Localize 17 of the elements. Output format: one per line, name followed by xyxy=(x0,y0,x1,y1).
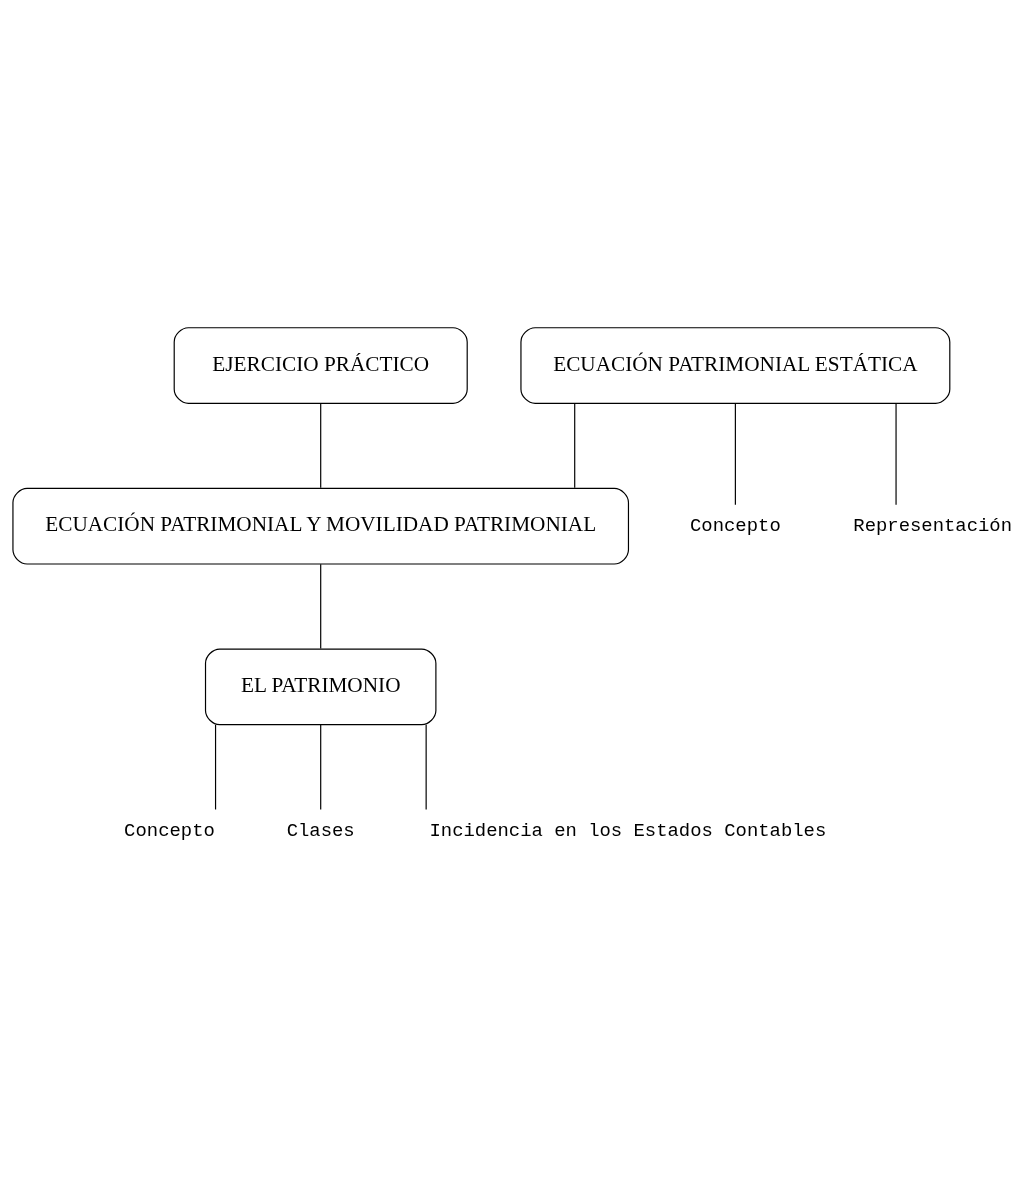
node-text: Representación xyxy=(853,514,1013,537)
node-text: Clases xyxy=(286,819,355,842)
node-box: ECUACIÓN PATRIMONIAL Y MOVILIDAD PATRIMONIAL xyxy=(12,487,630,565)
connector xyxy=(895,403,897,506)
connector xyxy=(574,403,576,489)
node-text: Incidencia en los Estados Contables xyxy=(429,819,827,842)
connector xyxy=(425,724,427,811)
connector xyxy=(320,724,322,811)
connector xyxy=(734,403,736,506)
node-box: ECUACIÓN PATRIMONIAL ESTÁTICA xyxy=(520,327,951,404)
node-box: EL PATRIMONIO xyxy=(204,648,437,726)
connector xyxy=(214,724,217,811)
connector xyxy=(320,563,322,650)
node-text: Concepto xyxy=(124,819,215,842)
node-box: EJERCICIO PRÁCTICO xyxy=(173,327,468,404)
node-text: Concepto xyxy=(690,514,781,537)
connector xyxy=(320,403,322,489)
